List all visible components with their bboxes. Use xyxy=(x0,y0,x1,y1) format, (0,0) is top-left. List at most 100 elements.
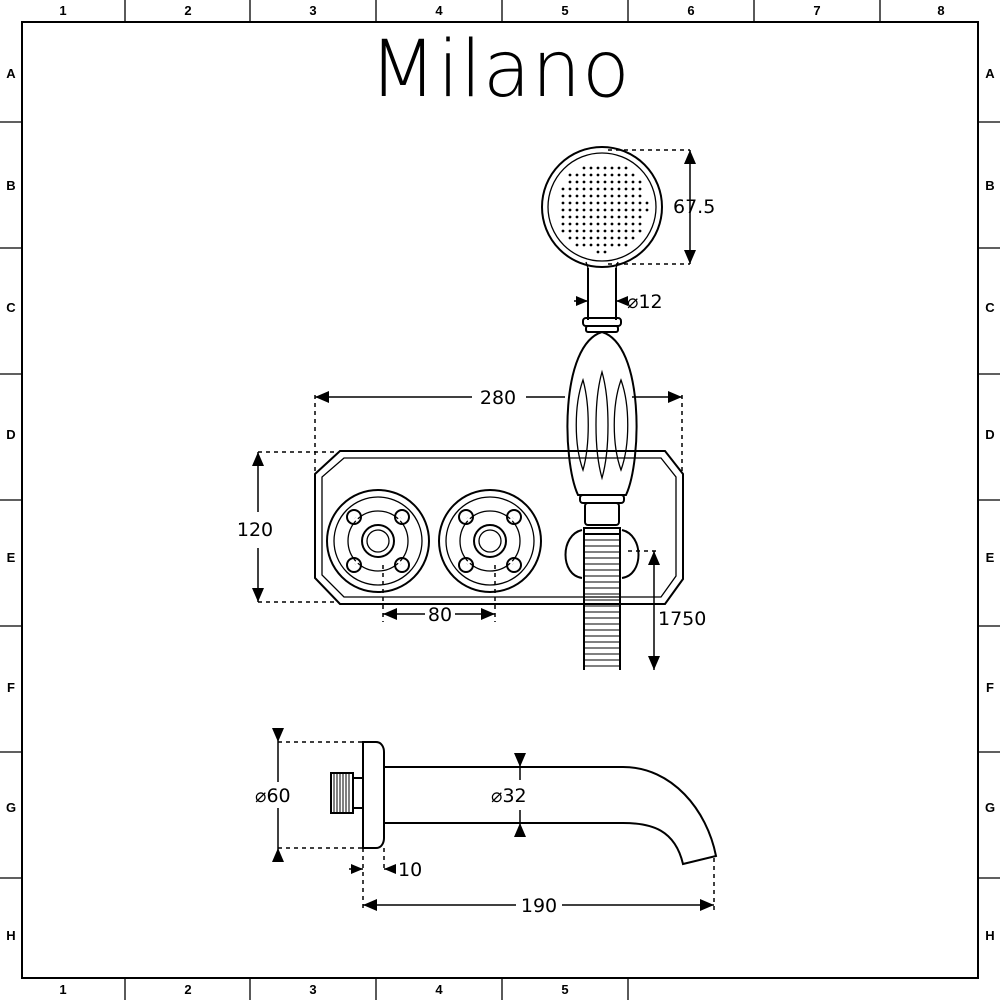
grid-col-label: 5 xyxy=(561,982,568,997)
spray-nozzle xyxy=(624,173,628,177)
spray-nozzle xyxy=(575,236,579,240)
spray-nozzle xyxy=(568,222,572,226)
grid-row-label: G xyxy=(6,800,16,815)
dim-plate-width-label: 280 xyxy=(480,387,516,409)
spray-nozzle xyxy=(617,243,621,247)
grid-column-labels-bottom: 1 2 3 4 5 xyxy=(59,982,568,997)
grid-row-label: G xyxy=(985,800,995,815)
spray-nozzle xyxy=(561,187,565,191)
valve-plate xyxy=(314,450,684,605)
spray-nozzle xyxy=(575,194,579,198)
spray-nozzle xyxy=(617,208,621,212)
right-crosshead-valve xyxy=(438,489,542,593)
grid-row-label: E xyxy=(986,550,995,565)
spray-nozzle xyxy=(610,215,614,219)
spray-nozzle xyxy=(575,208,579,212)
spray-nozzle xyxy=(631,187,635,191)
dimension-shower-head: 67.5 xyxy=(608,149,715,265)
spray-nozzle xyxy=(568,187,572,191)
spray-nozzle xyxy=(603,222,607,226)
grid-row-labels-right: A B C D E F G H xyxy=(985,66,995,943)
grid-col-label: 6 xyxy=(687,3,694,18)
spray-nozzle xyxy=(589,194,593,198)
spray-nozzle xyxy=(568,208,572,212)
dimension-valve-centres: 80 xyxy=(382,565,496,626)
grid-row-label: D xyxy=(985,427,994,442)
grid-row-label: A xyxy=(6,66,16,81)
spray-nozzle xyxy=(617,222,621,226)
inlet-thread xyxy=(333,773,350,813)
spray-nozzle xyxy=(596,243,600,247)
grid-row-label: C xyxy=(6,300,16,315)
spray-nozzle xyxy=(603,215,607,219)
left-crosshead-valve xyxy=(326,489,430,593)
spray-nozzle xyxy=(603,194,607,198)
grid-row-label: A xyxy=(985,66,995,81)
spray-nozzles xyxy=(561,166,649,254)
grid-row-label: E xyxy=(7,550,16,565)
spray-nozzle xyxy=(617,173,621,177)
spray-nozzle xyxy=(575,173,579,177)
spray-nozzle xyxy=(631,208,635,212)
spray-nozzle xyxy=(631,215,635,219)
spray-nozzle xyxy=(561,215,565,219)
spray-nozzle xyxy=(617,194,621,198)
spray-nozzle xyxy=(575,222,579,226)
spray-nozzle xyxy=(596,194,600,198)
spray-nozzle xyxy=(589,180,593,184)
grid-row-label: H xyxy=(985,928,994,943)
spray-nozzle xyxy=(568,229,572,233)
spray-nozzle xyxy=(624,243,628,247)
spray-nozzle xyxy=(582,201,586,205)
grid-col-label: 5 xyxy=(561,3,568,18)
spray-nozzle xyxy=(624,187,628,191)
spray-nozzle xyxy=(589,222,593,226)
spray-nozzle xyxy=(603,208,607,212)
grid-col-label: 3 xyxy=(309,982,316,997)
spray-nozzle xyxy=(610,173,614,177)
spray-nozzle xyxy=(610,222,614,226)
spray-nozzle xyxy=(610,208,614,212)
spray-nozzle xyxy=(638,187,642,191)
grid-col-label: 3 xyxy=(309,3,316,18)
spray-nozzle xyxy=(568,173,572,177)
spray-nozzle xyxy=(596,166,600,170)
dim-shower-head-label: 67.5 xyxy=(673,196,715,218)
spray-nozzle xyxy=(561,194,565,198)
spray-nozzle xyxy=(582,229,586,233)
spray-nozzle xyxy=(603,201,607,205)
grid-column-labels-top: 1 2 3 4 5 6 7 8 xyxy=(59,3,944,18)
spray-nozzle xyxy=(582,166,586,170)
spray-nozzle xyxy=(568,236,572,240)
spray-nozzle xyxy=(638,229,642,233)
spray-nozzle xyxy=(631,173,635,177)
dimension-hose-diameter: ⌀12 xyxy=(574,291,663,313)
grid-row-label: C xyxy=(985,300,995,315)
spray-nozzle xyxy=(575,215,579,219)
spray-nozzle xyxy=(589,173,593,177)
bath-spout xyxy=(330,741,718,866)
spray-nozzle xyxy=(603,250,607,254)
spray-nozzle xyxy=(603,180,607,184)
spray-nozzle xyxy=(603,229,607,233)
hand-shower xyxy=(541,146,663,670)
spray-nozzle xyxy=(624,166,628,170)
spray-nozzle xyxy=(589,236,593,240)
spray-nozzle xyxy=(603,166,607,170)
spray-nozzle xyxy=(582,180,586,184)
grid-col-label: 4 xyxy=(435,982,443,997)
spray-nozzle xyxy=(610,201,614,205)
grid-row-label: H xyxy=(6,928,15,943)
spray-nozzle xyxy=(638,201,642,205)
spray-nozzle xyxy=(610,229,614,233)
spray-nozzle xyxy=(582,215,586,219)
spray-nozzle xyxy=(596,229,600,233)
dim-hose-label: ⌀12 xyxy=(627,291,663,313)
spray-nozzle xyxy=(568,215,572,219)
grid-col-label: 1 xyxy=(59,982,66,997)
spray-nozzle xyxy=(624,201,628,205)
spray-nozzle xyxy=(638,194,642,198)
brand-logo: Milano xyxy=(369,25,631,115)
spray-nozzle xyxy=(575,187,579,191)
